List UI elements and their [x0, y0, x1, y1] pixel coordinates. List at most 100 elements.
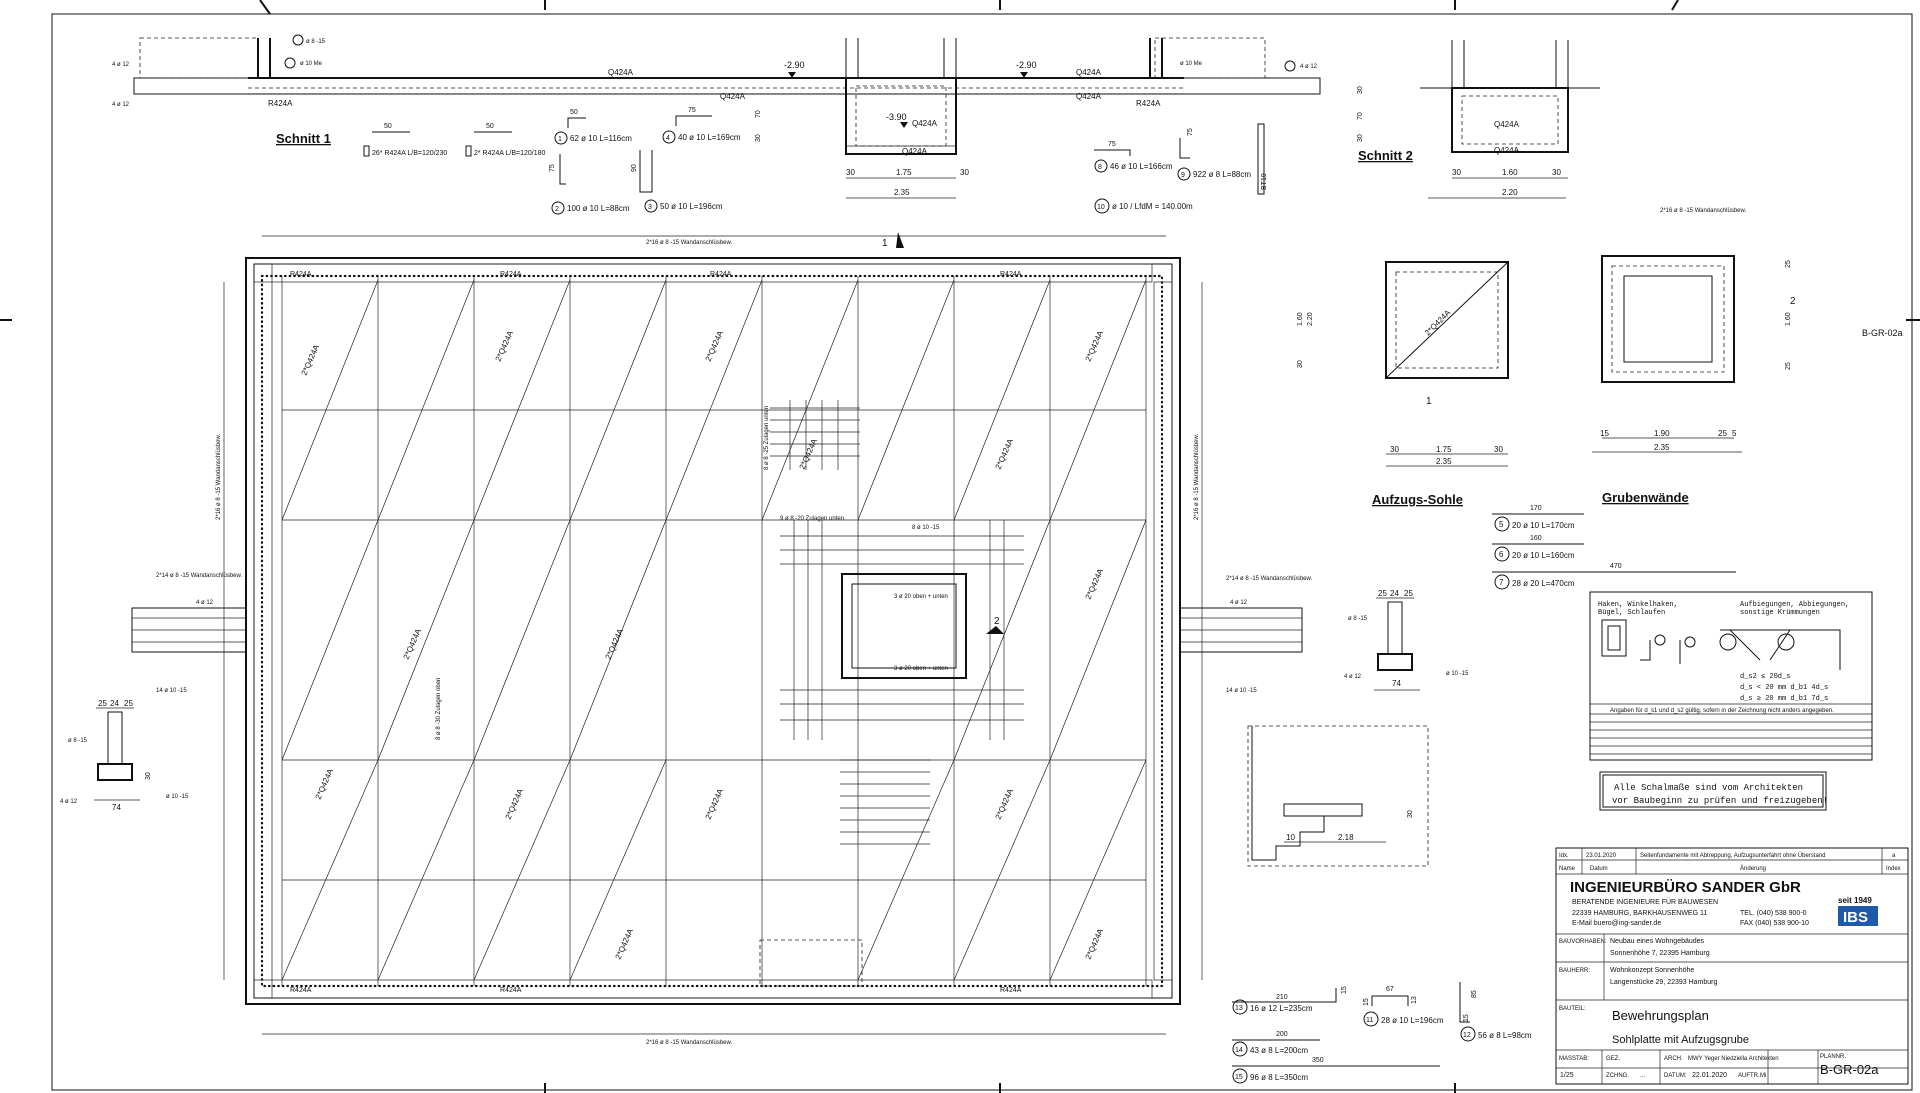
plan-pit-3: 8 ø 10 -15 — [912, 525, 940, 531]
s1-dim-30a: 30 — [846, 168, 855, 177]
rev-head-name: Name — [1559, 866, 1576, 872]
bar-3-label: 50 ø 10 L=196cm — [660, 202, 723, 211]
s2-dim-160: 1.60 — [1502, 168, 1518, 177]
part-label: BAUTEIL: — [1559, 1006, 1586, 1012]
det-left-dim-b: 24 — [110, 699, 119, 708]
title-grubenwaende: Grubenwände — [1602, 490, 1689, 505]
s1-mesh-label-e: Q424A — [912, 119, 938, 128]
svg-text:13: 13 — [1235, 1005, 1243, 1012]
plan-no-label: PLANNR. — [1820, 1054, 1846, 1060]
plan-zul-1: 8 ø 8 -25 Zulagen unten — [764, 406, 770, 470]
plan-mesh-q-13: 2*Q424A — [994, 787, 1016, 821]
svg-text:14: 14 — [1235, 1047, 1243, 1054]
plan-mesh-q-9: 2*Q424A — [994, 437, 1016, 471]
s1-dim-30c: 30 — [755, 134, 762, 142]
company-name: INGENIEURBÜRO SANDER GbR — [1570, 879, 1801, 896]
section-1: Q424A Q424A Q424A Q424A Q424A Q424A R424… — [112, 34, 1321, 199]
rev-head-index: Index — [1886, 866, 1901, 872]
s1-mesh-label-b: Q424A — [720, 92, 746, 101]
det-right-ann-815: ø 8 -15 — [1348, 616, 1368, 622]
plan-note-bottom: 2*16 ø 8 -15 Wandanschlüsbew. — [646, 1040, 732, 1046]
plan-zul-2: 9 ø 8 -20 Zulagen unten — [780, 516, 844, 522]
order-value: Mi — [1760, 1073, 1766, 1079]
plan-pit-1: 3 ø 20 oben + unten — [894, 594, 948, 600]
pit-dim-30c: 30 — [1494, 445, 1503, 454]
svg-text:5: 5 — [1499, 520, 1504, 529]
s2-mesh-a: Q424A — [1494, 120, 1520, 129]
rev-text: Seitenfundamente mit Abtreppung, Aufzugs… — [1640, 852, 1825, 859]
d160: 160 — [1530, 535, 1542, 542]
scale-value: 1/25 — [1560, 1072, 1574, 1079]
company-address: 22339 HAMBURG, BARKHAUSENWEG 11 — [1572, 910, 1707, 917]
plan-mesh-r-1: R424A — [290, 271, 312, 278]
svg-text:7: 7 — [1499, 578, 1504, 587]
plan-note-rw3: 14 ø 10 -15 — [1226, 688, 1257, 694]
svg-text:2: 2 — [555, 206, 559, 213]
bend-formula-2: d_s < 20 mm d_b1 4d_s — [1740, 684, 1828, 692]
d170: 170 — [1530, 505, 1542, 512]
pit-dim-220: 2.20 — [1307, 312, 1314, 326]
d85: 85 — [1471, 990, 1478, 998]
det-stair-30: 30 — [1407, 810, 1414, 818]
s2-dim-30b: 30 — [1552, 168, 1561, 177]
det-left-ann-1015: ø 10 -15 — [166, 794, 189, 800]
pit-plan-views: 2*Q424A 1 1.60 2.20 30 30 1.75 30 2.35 2… — [1297, 208, 1796, 467]
s1-ann-top-left2: ø 10 Me — [300, 61, 323, 67]
pit-dim-235b: 2.35 — [1654, 443, 1670, 452]
section-2: Q424A Q424A 30 1.60 30 2.20 30 70 30 Sch… — [1357, 40, 1600, 199]
s1-dim-70: 70 — [755, 110, 762, 118]
bending-table: Haken, Winkelhaken,Bügel, Schlaufen Aufb… — [1589, 591, 1873, 761]
pit-mesh: 2*Q424A — [1423, 308, 1453, 338]
s1-dim-30b: 30 — [960, 168, 969, 177]
s1-mesh-r424a-right: R424A — [1136, 99, 1161, 108]
s1-dim-235: 2.35 — [894, 188, 910, 197]
pit-note-wall: 2*16 ø 8 -15 Wandanschlüsbew. — [1660, 208, 1746, 214]
client-label: BAUHERR: — [1559, 968, 1590, 974]
det-right-dim-b: 24 — [1390, 589, 1399, 598]
plan-cut-1: 1 — [882, 238, 888, 249]
s2-dim-220: 2.20 — [1502, 188, 1518, 197]
rev-head-date: Datum — [1590, 866, 1608, 872]
rev-date: 23.01.2020 — [1586, 853, 1617, 859]
bar-schedule-1: 26* R424A L/B=120/230 2* R424A L/B=120/1… — [363, 107, 1268, 215]
s1-mesh-label-a: Q424A — [608, 68, 634, 77]
bar-8-label: 46 ø 10 L=166cm — [1110, 162, 1173, 171]
company-fax: FAX (040) 538 900-10 — [1740, 920, 1809, 927]
s1-mesh-r424a-left: R424A — [268, 99, 293, 108]
details: 25 24 25 74 30 ø 8 -15 4 ø 12 ø 10 -15 2… — [60, 589, 1469, 867]
d50c: 50 — [570, 109, 578, 116]
pit-dim-30b: 30 — [1390, 445, 1399, 454]
plan-mesh-q-12: 2*Q424A — [704, 787, 726, 821]
plan-mesh-r-6: R424A — [500, 987, 522, 994]
bar-6-label: 20 ø 10 L=160cm — [1512, 551, 1575, 560]
plan-cut-2: 2 — [994, 616, 1000, 627]
company-tel: TEL. (040) 538 900-0 — [1740, 910, 1807, 917]
svg-text:10: 10 — [1097, 204, 1105, 211]
svg-text:4: 4 — [666, 135, 670, 142]
s1-level-mid: -3.90 — [886, 112, 907, 122]
det-right-dim-a: 25 — [1378, 589, 1387, 598]
bar-10-label: ø 10 / LfdM = 140.00m — [1112, 202, 1193, 211]
svg-text:11: 11 — [1366, 1017, 1373, 1024]
svg-text:15: 15 — [1235, 1074, 1243, 1081]
s1-ann-top-left: ø 8 -15 — [306, 39, 326, 45]
plan-mesh-q-1: 2*Q424A — [300, 343, 322, 377]
s1-ann-left1: 4 ø 12 — [112, 62, 130, 68]
svg-text:8: 8 — [1098, 164, 1102, 171]
d15c: 15 — [1463, 1014, 1470, 1022]
bend-heading-left: Haken, Winkelhaken,Bügel, Schlaufen — [1598, 601, 1678, 617]
plan-mesh-q-8: 2*Q424A — [798, 437, 820, 471]
company-email: E-Mail buero@ing-sander.de — [1572, 920, 1661, 927]
s2-mesh-b: Q424A — [1494, 146, 1520, 155]
bar-2-label: 100 ø 10 L=88cm — [567, 204, 630, 213]
plan-note-left: 2*16 ø 8 -15 Wandanschlüsbew. — [216, 434, 222, 520]
company-subtitle: BERATENDE INGENIEURE FÜR BAUWESEN — [1572, 898, 1718, 906]
bend-heading-right: Aufbiegungen, Abbiegungen,sonstige Krümm… — [1740, 601, 1849, 617]
bar-14-label: 43 ø 8 L=200cm — [1250, 1046, 1308, 1055]
pit-dim-25: 25 — [1718, 429, 1727, 438]
rev-idx-label: Idx. — [1559, 853, 1569, 859]
s2-title: Schnitt 2 — [1358, 148, 1413, 163]
bar-schedule-2: Aufzugs-Sohle Grubenwände 5 20 ø 10 L=17… — [1232, 490, 1736, 1084]
drawn-no: ... — [1640, 1073, 1645, 1079]
